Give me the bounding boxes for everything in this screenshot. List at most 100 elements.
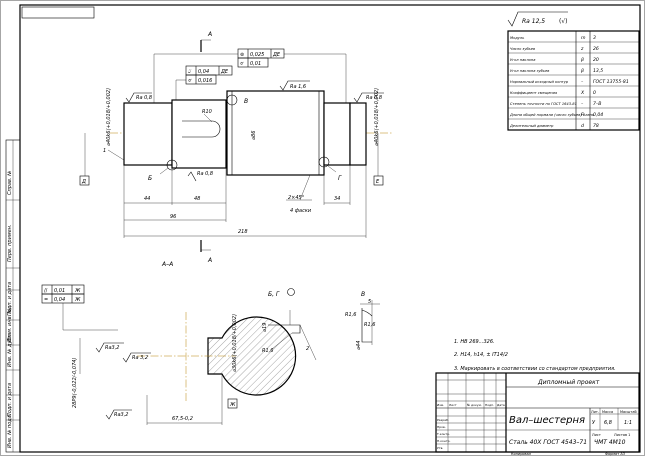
- rough-right: Ra 0,8: [353, 92, 384, 103]
- svg-text:Ra 0,8: Ra 0,8: [136, 95, 152, 101]
- side-stamp-text: Подп. и дата: [7, 282, 13, 316]
- param-name: Длина общей нормали (число зубьев) бланк: [509, 113, 595, 117]
- detail-views: Б, Г ⌀19 R1,6 2 В 5 R1,6 R1,6 ⌀44: [262, 288, 380, 361]
- detail-label-b: Б: [148, 175, 152, 182]
- detail-r16-b: R1,6: [345, 312, 356, 318]
- param-value: 0,04: [593, 112, 603, 118]
- svg-text:⌭: ⌭: [188, 78, 192, 84]
- base-marker-e: [373, 175, 384, 186]
- param-name: Угол наклона зубьев: [510, 69, 549, 73]
- detail-r16-a: R1,6: [262, 348, 273, 354]
- param-value: 20: [593, 57, 599, 63]
- detail-circle-g: [318, 156, 330, 168]
- leader-1: 1: [103, 148, 106, 154]
- title-block-role: Н.контр.: [437, 439, 450, 443]
- param-symbol: z: [580, 47, 584, 52]
- dim-96: 96: [170, 214, 176, 220]
- dia-right: ⌀40k6(+0,018/+0,002): [374, 88, 380, 146]
- svg-text:Ж: Ж: [229, 402, 236, 408]
- svg-text:Ra 0,8: Ra 0,8: [197, 171, 213, 177]
- neck-section: [171, 99, 227, 169]
- title-block-column-head: Дата: [497, 403, 505, 407]
- rough-mid: Ra 1,6: [279, 80, 310, 91]
- section-label-top: А: [207, 31, 212, 38]
- keyway-slot: [182, 120, 221, 138]
- detail-r16-c: R1,6: [364, 322, 375, 328]
- title-org: ЧМТ 4М10: [594, 439, 626, 446]
- param-name: Модуль: [510, 36, 524, 40]
- dim-48: 48: [194, 196, 200, 202]
- right-collar: [323, 102, 351, 166]
- svg-text://: //: [44, 288, 48, 294]
- title-lit-val: У: [592, 420, 596, 426]
- detail-bg-profile: [268, 324, 301, 334]
- main-view: А А ⊚ 0,025 ДЕ ⌭ 0,01 ⌰ 0,04 ДЕ ⌭ 0: [79, 31, 393, 264]
- detail-label-v: В: [244, 98, 248, 105]
- title-scale-head: Масштаб: [620, 410, 637, 414]
- detail-dim-5: 5: [368, 299, 371, 305]
- side-stamp-text: Перв. примен.: [7, 224, 13, 262]
- svg-text:0,01: 0,01: [250, 61, 261, 67]
- dia-left: ⌀40k6(+0,018/+0,002): [106, 88, 112, 146]
- technical-notes: 1. HB 269...326. 2. H14, h14, ± IT14/2 3…: [454, 339, 616, 372]
- section-tolerance-frame: // 0,01 Ж = 0,04 Ж: [41, 284, 85, 304]
- svg-text:Ra 1,6: Ra 1,6: [290, 84, 306, 90]
- dim-34: 34: [334, 196, 340, 202]
- note-3: 3. Маркировать в соответствии со стандар…: [454, 366, 616, 372]
- detail-bg-title: Б, Г: [268, 291, 280, 298]
- param-symbol: –: [581, 80, 584, 85]
- detail-phi-a: ⌀19: [262, 323, 268, 332]
- svg-text:0,025: 0,025: [250, 52, 264, 58]
- param-value: 0: [593, 90, 596, 96]
- title-sheet: Лист: [592, 433, 601, 437]
- chamfer-note: 4 фаски: [290, 208, 312, 214]
- roughness-general-label: Ra 12,5: [522, 18, 545, 25]
- svg-text:ДЕ: ДЕ: [272, 52, 281, 58]
- param-symbol: β: [581, 57, 584, 63]
- rough-groove: Ra 0,8: [187, 171, 213, 182]
- title-block-column-head: Изм.: [437, 403, 444, 407]
- dim-218: 218: [238, 229, 248, 235]
- detail-label-g: Г: [338, 175, 342, 182]
- detail-phi-b: ⌀44: [356, 341, 362, 350]
- param-symbol: β: [581, 68, 584, 74]
- svg-text:⌭: ⌭: [240, 61, 244, 67]
- svg-text:⊚: ⊚: [240, 52, 244, 58]
- title-sheets: Листов 1: [614, 433, 630, 437]
- param-value: 7–В: [593, 101, 601, 107]
- note-1: 1. HB 269...326.: [454, 339, 495, 345]
- param-name: Делительный диаметр: [509, 124, 554, 128]
- detail-bg-circle: [287, 288, 295, 296]
- title-block-column-head: № докум.: [467, 403, 482, 407]
- top-left-stamp: [21, 6, 95, 19]
- title-scale-val: 1:1: [624, 420, 632, 426]
- svg-text:0,016: 0,016: [198, 78, 212, 84]
- detail-v-profile: [361, 308, 372, 343]
- title-block-column-head: Подп.: [485, 403, 494, 407]
- param-symbol: X: [580, 90, 585, 96]
- title-block-role: Разраб.: [437, 418, 449, 422]
- title-mass-head: Масса: [602, 410, 613, 414]
- svg-text:0,04: 0,04: [198, 69, 209, 75]
- param-symbol: d: [581, 123, 584, 129]
- title-block-role: Пров.: [437, 425, 446, 429]
- title-block-column-head: Лист: [449, 403, 457, 407]
- dia-mid: ⌀86: [251, 131, 257, 140]
- svg-text:0,01: 0,01: [54, 288, 65, 294]
- title-block-role: Утв.: [437, 446, 443, 450]
- param-value: ГОСТ 13755-81: [593, 79, 629, 85]
- param-value: 26: [593, 46, 599, 52]
- gear-body: [226, 90, 325, 176]
- param-name: Нормальный исходный контур: [510, 80, 569, 84]
- tolerance-frame-top: ⊚ 0,025 ДЕ ⌭ 0,01: [237, 48, 285, 68]
- svg-text:Д: Д: [81, 179, 86, 185]
- title-part-name: Вал–шестерня: [509, 415, 585, 426]
- section-rough-1: Ra3,2: [95, 342, 124, 353]
- base-marker-d: [79, 175, 90, 186]
- title-project: Дипломный проект: [537, 379, 600, 386]
- dim-44: 44: [144, 196, 150, 202]
- title-mass-val: 6,8: [604, 420, 612, 426]
- side-stamp-text: Инв. № подл.: [7, 414, 13, 449]
- svg-text:ДЕ: ДЕ: [220, 69, 229, 75]
